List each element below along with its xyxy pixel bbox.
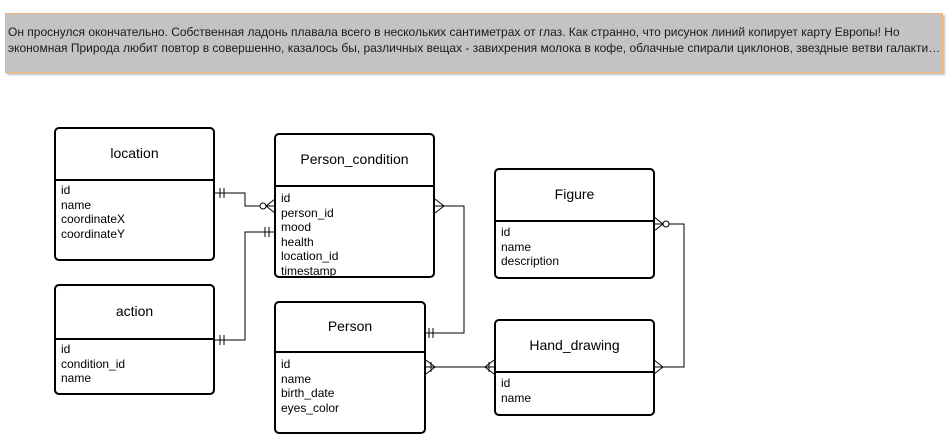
entity-title: location [56,129,213,181]
attribute-item: id [61,183,71,197]
attribute-item: location_id [281,249,339,264]
attribute-item: coordinateY [61,226,126,241]
attribute-item: id [281,357,291,371]
attribute-item: id [501,376,511,390]
attribute-item: name [61,371,92,386]
attribute-item: condition_id [61,356,126,371]
entity-title: Person [276,303,424,353]
attribute-item: timestamp [281,263,337,278]
attribute-item: health [281,234,314,249]
attribute-item: name [501,390,532,405]
relationship-figure-hand-drawing [654,223,685,368]
attribute-item: name [501,239,532,254]
relationship-person-condition-person [426,205,465,334]
attribute-item: eyes_color [281,400,340,415]
attribute-item: id [281,191,291,205]
entity-title: Figure [496,170,653,222]
entity-title: Person_condition [276,135,433,187]
attribute-item: name [61,197,92,212]
attribute-item: name [281,371,312,386]
relationship-action-person-condition [215,231,275,341]
attribute-item: id [61,342,71,356]
entity-title: Hand_drawing [496,321,653,373]
attribute-item: mood [281,220,312,235]
attribute-item: birth_date [281,386,335,401]
entity-title: action [56,286,213,340]
note-box: Он проснулся окончательно. Собственная л… [5,13,943,73]
attribute-item: person_id [281,205,334,220]
attribute-item: id [501,225,511,239]
attribute-item: coordinateX [61,212,126,227]
attribute-item: description [501,254,560,269]
